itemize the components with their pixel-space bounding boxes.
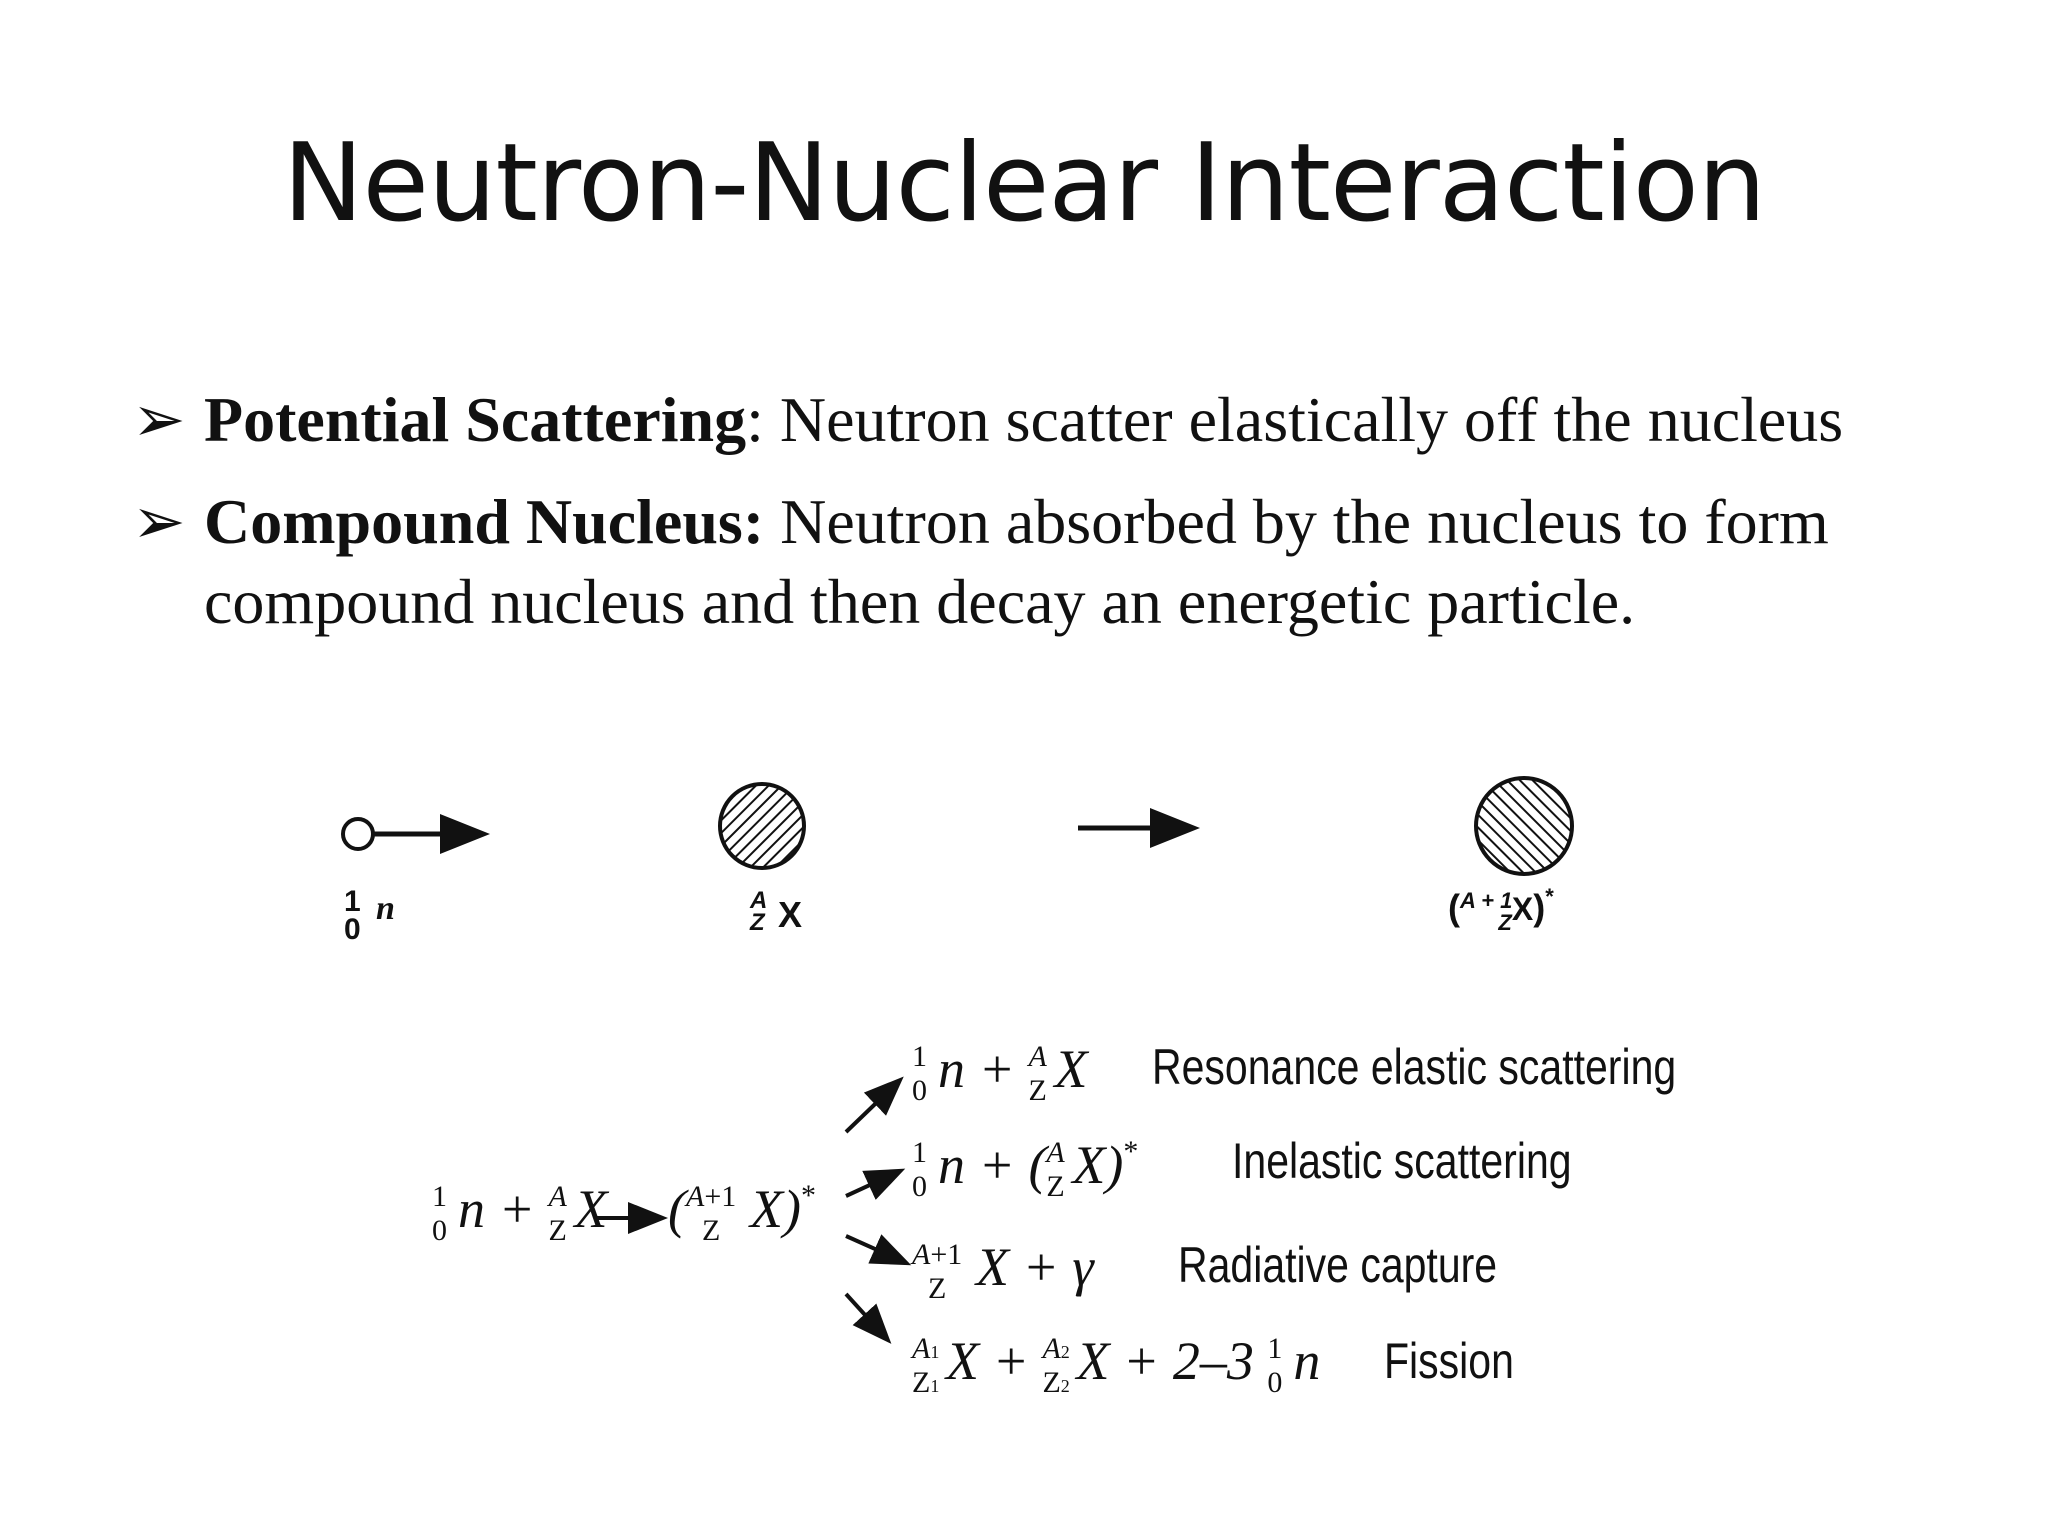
bullet-potential-scattering: ➢ Potential Scattering: Neutron scatter … — [132, 380, 1932, 460]
compound-label: (A + 1ZX)* — [1448, 884, 1554, 935]
neutron-symbol: n — [376, 890, 395, 927]
reaction-name-inelastic: Inelastic scattering — [1232, 1133, 1572, 1189]
arrow-bullet-icon: ➢ — [132, 384, 186, 455]
bullet-term: Potential Scattering — [204, 384, 747, 455]
branch-arrow-3 — [845, 1234, 912, 1266]
branch-arrow-2 — [845, 1168, 906, 1200]
branch-arrow-1 — [844, 1076, 904, 1134]
neutron-label: 1 0 — [344, 885, 361, 946]
bullet-list: ➢ Potential Scattering: Neutron scatter … — [132, 380, 1932, 664]
bullet-text: Neutron absorbed by the nucleus to form … — [204, 486, 1829, 637]
reaction-name-fission: Fission — [1384, 1333, 1514, 1389]
bullet-term: Compound Nucleus: — [204, 486, 765, 557]
compound-nucleus — [1474, 776, 1574, 876]
arrow-bullet-icon: ➢ — [132, 486, 186, 557]
target-symbol: X — [778, 894, 803, 935]
slide-title: Neutron-Nuclear Interaction — [282, 121, 1766, 246]
bullet-text: : Neutron scatter elastically off the nu… — [746, 384, 1844, 455]
bullet-compound-nucleus: ➢ Compound Nucleus: Neutron absorbed by … — [132, 482, 1932, 642]
neutron-circle — [341, 817, 375, 851]
target-nucleus — [718, 782, 806, 870]
target-label: A Z — [750, 887, 768, 936]
reaction-name-radiative-capture: Radiative capture — [1178, 1237, 1498, 1293]
branch-arrow-4 — [844, 1292, 892, 1344]
reaction-name-resonance-elastic: Resonance elastic scattering — [1152, 1039, 1677, 1095]
